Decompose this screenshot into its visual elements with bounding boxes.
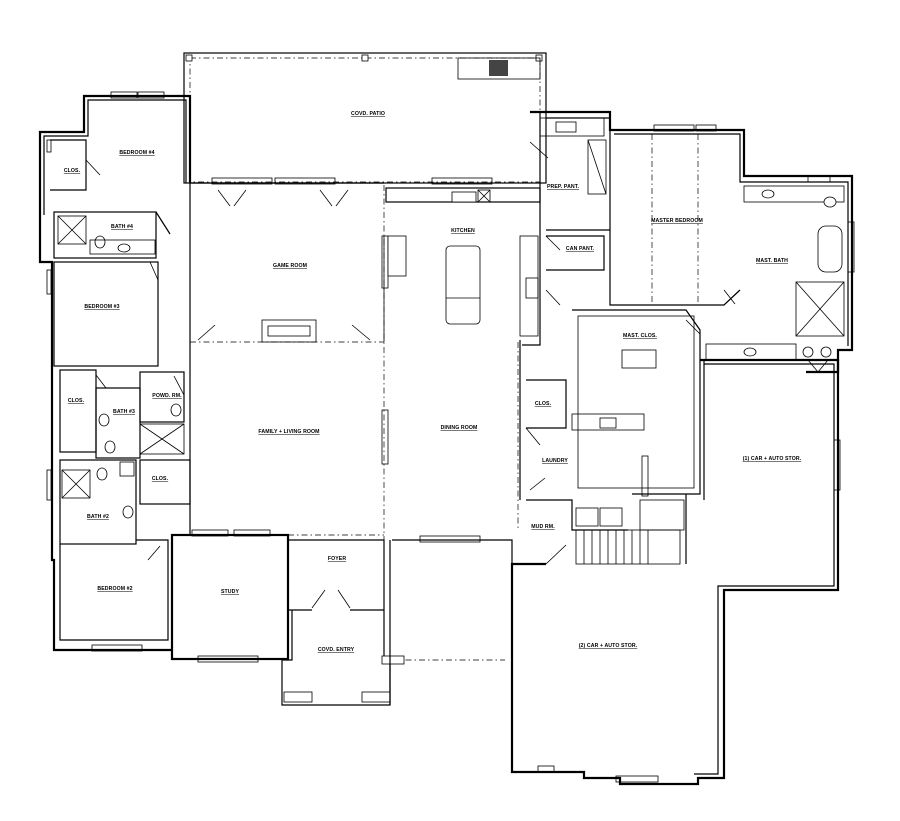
label-clos-laundry: CLOS. bbox=[535, 401, 552, 407]
label-mud-rm: MUD RM. bbox=[531, 524, 555, 530]
label-2-car-garage: (2) CAR + AUTO STOR. bbox=[579, 643, 638, 649]
label-bedroom-2: BEDROOM #2 bbox=[97, 586, 132, 592]
kitchen-dining bbox=[385, 112, 611, 530]
label-bath-2: BATH #2 bbox=[87, 514, 109, 520]
laundry-mud bbox=[519, 340, 685, 565]
label-prep-pant: PREP. PANT. bbox=[547, 184, 579, 190]
covered-patio bbox=[183, 52, 547, 184]
label-kitchen: KITCHEN bbox=[451, 228, 475, 234]
label-master-bedroom: MASTER BEDROOM bbox=[651, 218, 703, 224]
label-game-room: GAME ROOM bbox=[273, 263, 307, 269]
label-dining-room: DINING ROOM bbox=[441, 425, 478, 431]
label-1-car-garage: (1) CAR + AUTO STOR. bbox=[743, 456, 802, 462]
label-mast-bath: MAST. BATH bbox=[756, 258, 788, 264]
label-bath-4: BATH #4 bbox=[111, 224, 133, 230]
label-bedroom-4: BEDROOM #4 bbox=[119, 150, 154, 156]
label-bedroom-3: BEDROOM #3 bbox=[84, 304, 119, 310]
garages bbox=[389, 358, 841, 786]
stair-treads bbox=[583, 530, 649, 564]
label-clos-bedroom-4: CLOS. bbox=[64, 168, 81, 174]
label-covd-entry: COVD. ENTRY bbox=[318, 647, 355, 653]
label-family-living-room: FAMILY + LIVING ROOM bbox=[258, 429, 319, 435]
label-powd-rm: POWD. RM. bbox=[152, 393, 182, 399]
label-covd-patio: COVD. PATIO bbox=[351, 111, 385, 117]
left-wing-walls bbox=[38, 91, 192, 652]
label-mast-clos: MAST. CLOS. bbox=[623, 333, 657, 339]
label-clos-bedroom-3: CLOS. bbox=[68, 398, 85, 404]
center-left-walls bbox=[170, 177, 505, 706]
label-study: STUDY bbox=[221, 589, 240, 595]
label-foyer: FOYER bbox=[328, 556, 347, 562]
label-bath-3: BATH #3 bbox=[113, 409, 135, 415]
master-suite bbox=[530, 110, 855, 495]
label-laundry: LAUNDRY bbox=[542, 458, 568, 464]
label-can-pant: CAN PANT. bbox=[566, 246, 595, 252]
label-clos-bath-2: CLOS. bbox=[152, 476, 169, 482]
